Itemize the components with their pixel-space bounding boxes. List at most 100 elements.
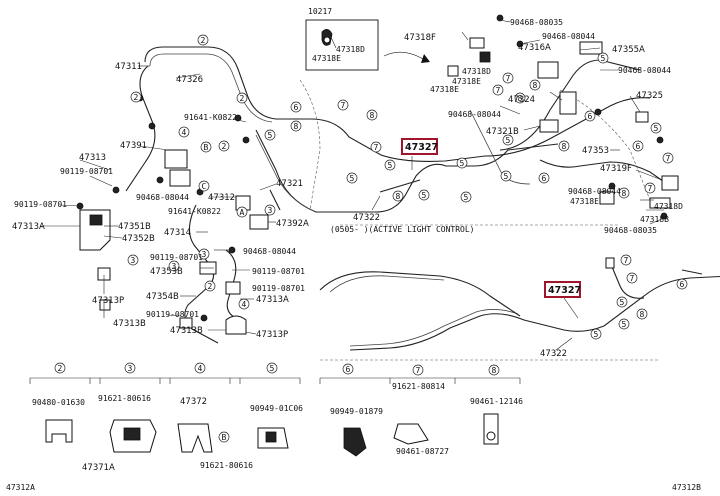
key3-part: 47372 — [180, 397, 207, 407]
svg-text:6: 6 — [680, 280, 685, 289]
svg-text:8: 8 — [294, 122, 299, 131]
label-47318e-3: 47318E — [430, 85, 459, 94]
label-47391: 47391 — [120, 141, 147, 151]
clip-icon-5 — [343, 427, 367, 457]
svg-text:B: B — [222, 433, 227, 442]
label-90468-c: 90468-08035 — [510, 18, 563, 27]
svg-text:5: 5 — [270, 364, 275, 373]
svg-text:2: 2 — [208, 282, 213, 291]
svg-text:6: 6 — [294, 103, 299, 112]
right-part-labels: 90468-08035 47318F 90468-08044 47316A 47… — [404, 18, 683, 235]
label-47321b: 47321B — [486, 127, 519, 137]
inset-47318d: 47318D — [336, 45, 365, 54]
svg-text:7: 7 — [506, 74, 511, 83]
label-47313: 47313 — [79, 153, 106, 163]
svg-text:2: 2 — [134, 93, 139, 102]
svg-text:5: 5 — [620, 298, 625, 307]
svg-text:7: 7 — [666, 154, 671, 163]
highlighted-part-47327[interactable]: 47327 — [401, 138, 438, 155]
label-47353b: 47353B — [150, 267, 183, 277]
svg-text:5: 5 — [350, 174, 355, 183]
svg-text:5: 5 — [460, 159, 465, 168]
svg-text:4: 4 — [182, 128, 187, 137]
svg-text:8: 8 — [622, 189, 627, 198]
svg-text:2: 2 — [240, 94, 245, 103]
label-47322-b: 47322 — [540, 349, 567, 359]
part-labels: 47311 47326 91641-K0822 47391 47313 9011… — [12, 62, 567, 359]
svg-text:4: 4 — [242, 300, 247, 309]
key6-part-b: 90461-08727 — [396, 447, 449, 456]
parts-key: 90480-01630 91621-80616 47371A 47372 916… — [29, 377, 523, 473]
label-47313p-2: 47313P — [256, 330, 288, 340]
svg-text:7: 7 — [416, 366, 421, 375]
svg-text:2: 2 — [222, 142, 227, 151]
svg-text:C: C — [202, 182, 207, 191]
label-47318e: 47318E — [452, 77, 481, 86]
label-47311: 47311 — [115, 62, 142, 72]
svg-text:5: 5 — [388, 161, 393, 170]
key3-part-b: 91621-80616 — [200, 461, 253, 470]
label-90119-b: 90119-08701 — [14, 200, 67, 209]
svg-text:7: 7 — [630, 274, 635, 283]
label-90468-f: 90468-08044 — [448, 110, 501, 119]
label-90119-f: 90119-08701 — [146, 310, 199, 319]
svg-text:7: 7 — [648, 184, 653, 193]
svg-text:A: A — [240, 208, 245, 217]
body-outline — [299, 79, 321, 211]
svg-text:3: 3 — [268, 206, 273, 215]
key4-part: 90949-01C06 — [250, 404, 303, 413]
label-47318b: 47318B — [640, 215, 669, 224]
svg-text:8: 8 — [562, 142, 567, 151]
label-47353: 47353 — [582, 146, 609, 156]
label-47392a: 47392A — [276, 219, 309, 229]
label-47354b: 47354B — [146, 292, 179, 302]
label-91641-b: 91641-K0822 — [168, 207, 221, 216]
svg-text:8: 8 — [533, 81, 538, 90]
label-47316a: 47316A — [518, 43, 551, 53]
inset-arrow — [383, 51, 429, 63]
key5-part: 90949-01879 — [330, 407, 383, 416]
label-47351b: 47351B — [118, 222, 151, 232]
label-47318f: 47318F — [404, 33, 436, 43]
label-47355a: 47355A — [612, 45, 645, 55]
label-47321: 47321 — [276, 179, 303, 189]
figure-number-left: 47312A — [6, 483, 35, 492]
svg-text:6: 6 — [542, 174, 547, 183]
label-47326: 47326 — [176, 75, 203, 85]
svg-text:8: 8 — [370, 111, 375, 120]
svg-text:B: B — [204, 143, 209, 152]
label-47313a-2: 47313A — [256, 295, 289, 305]
section-caption: (0505- )(ACTIVE LIGHT CONTROL) — [330, 225, 475, 234]
svg-text:3: 3 — [202, 250, 207, 259]
key6-part: 91621-80814 — [392, 382, 445, 391]
label-47313b: 47313B — [113, 319, 146, 329]
label-91641-a: 91641-K0822 — [184, 113, 237, 122]
label-90119-c: 90119-08701 — [150, 253, 203, 262]
svg-text:7: 7 — [496, 86, 501, 95]
bracket-icon-3 — [177, 423, 213, 453]
label-47318d: 47318D — [462, 67, 491, 76]
label-47318e-2: 47318E — [570, 197, 599, 206]
svg-text:3: 3 — [131, 256, 136, 265]
key2-part-b: 47371A — [82, 463, 115, 473]
label-47313a: 47313A — [12, 222, 45, 232]
label-47325: 47325 — [636, 91, 663, 101]
label-47327-b[interactable]: 47327 — [548, 285, 581, 296]
clip-icon-1 — [45, 419, 73, 443]
svg-text:5: 5 — [464, 193, 469, 202]
label-47327-a[interactable]: 47327 — [405, 142, 438, 153]
label-90468-e: 90468-08044 — [618, 66, 671, 75]
svg-text:8: 8 — [518, 94, 523, 103]
svg-text:5: 5 — [422, 191, 427, 200]
label-90468-b: 90468-08044 — [243, 247, 296, 256]
label-90468-h: 90468-08035 — [604, 226, 657, 235]
svg-text:5: 5 — [594, 330, 599, 339]
inset-code: 10217 — [308, 7, 332, 16]
svg-text:6: 6 — [588, 112, 593, 121]
label-47322-a: 47322 — [353, 213, 380, 223]
inset-47318e: 47318E — [312, 54, 341, 63]
svg-text:6: 6 — [636, 142, 641, 151]
svg-text:7: 7 — [624, 256, 629, 265]
highlighted-part-47327-lower[interactable]: 47327 — [544, 281, 581, 298]
